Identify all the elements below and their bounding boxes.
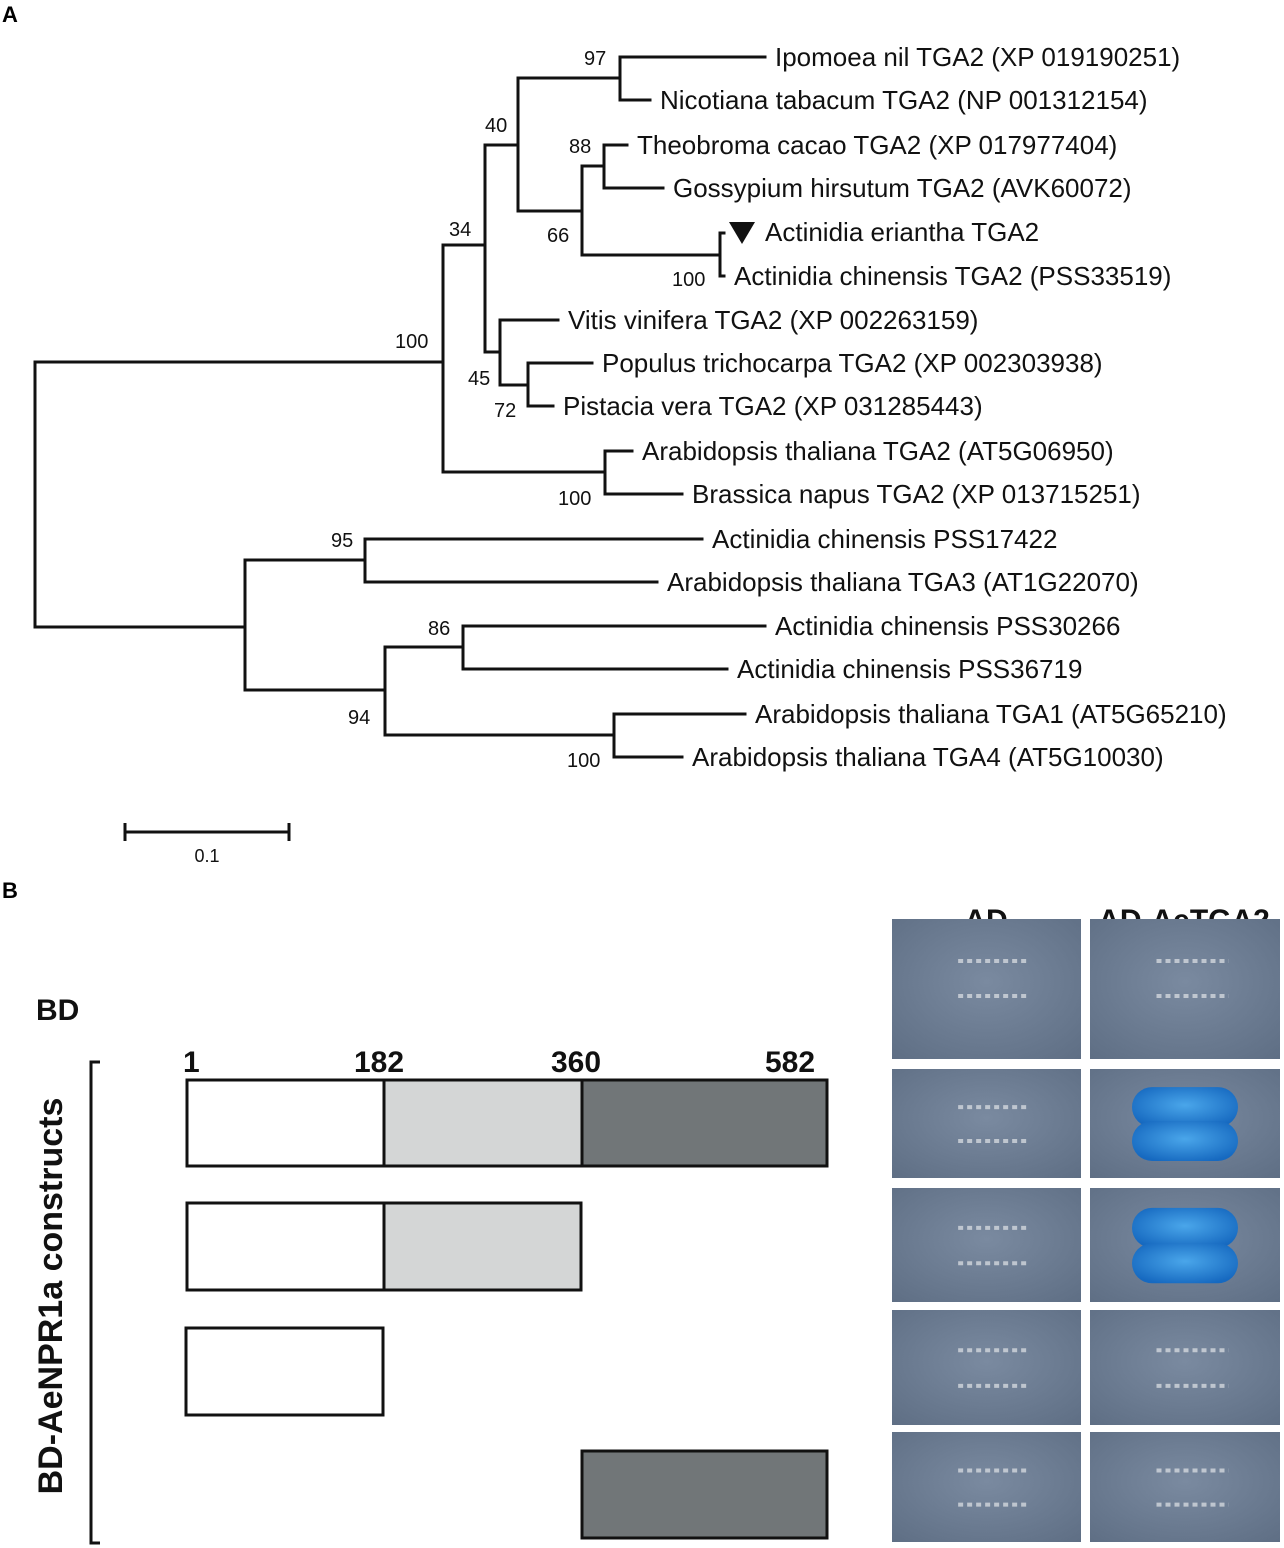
- yeast-plate-tile: [892, 1432, 1081, 1542]
- phylogenetic-tree: [33, 55, 767, 759]
- taxon-label: Actinidia eriantha TGA2: [765, 217, 1039, 247]
- scale-bar-label: 0.1: [194, 846, 219, 866]
- taxon-label: Vitis vinifera TGA2 (XP 002263159): [568, 305, 978, 335]
- taxon-label: Populus trichocarpa TGA2 (XP 002303938): [602, 348, 1103, 378]
- construct-360-582: [580, 1449, 829, 1540]
- domain-n-terminal: [184, 1326, 385, 1417]
- taxa-labels: Ipomoea nil TGA2 (XP 019190251) Nicotian…: [563, 42, 1227, 772]
- blue-colony-streak: [1132, 1087, 1238, 1128]
- bootstrap-value: 88: [569, 136, 591, 158]
- taxon-label: Arabidopsis thaliana TGA3 (AT1G22070): [667, 567, 1139, 597]
- bootstrap-value: 100: [558, 488, 591, 510]
- taxon-label: Actinidia chinensis PSS36719: [737, 654, 1082, 684]
- yeast-plate-tile: [1090, 1069, 1280, 1178]
- position-label: 360: [551, 1046, 601, 1079]
- bootstrap-value: 94: [348, 707, 370, 729]
- bootstrap-value: 34: [449, 219, 471, 241]
- blue-colony-streak: [1132, 1120, 1238, 1161]
- bootstrap-value: 86: [428, 618, 450, 640]
- yeast-plate-tile: [1090, 1432, 1280, 1542]
- bootstrap-value: 100: [672, 269, 705, 291]
- yeast-plate-tile: [892, 1069, 1081, 1178]
- constructs-bracket: [89, 1060, 100, 1545]
- domain-middle: [382, 1078, 584, 1168]
- bootstrap-value: 97: [584, 48, 606, 70]
- bootstrap-value: 45: [468, 368, 490, 390]
- taxon-label: Actinidia chinensis PSS30266: [775, 611, 1120, 641]
- construct-1-182: [184, 1326, 385, 1417]
- position-label: 582: [765, 1046, 815, 1079]
- taxon-label: Arabidopsis thaliana TGA2 (AT5G06950): [642, 436, 1114, 466]
- bootstrap-value: 100: [567, 750, 600, 772]
- blue-colony-streak: [1132, 1207, 1238, 1248]
- panel-b-letter: B: [2, 878, 18, 903]
- position-label: 1: [183, 1046, 200, 1079]
- constructs-label: BD-AeNPR1a constructs: [32, 1098, 70, 1495]
- taxon-label: Arabidopsis thaliana TGA1 (AT5G65210): [755, 699, 1227, 729]
- bd-label: BD: [36, 994, 79, 1027]
- yeast-plate-tile: [892, 919, 1081, 1059]
- highlight-triangle-icon: [729, 222, 755, 244]
- taxon-label: Nicotiana tabacum TGA2 (NP 001312154): [660, 85, 1148, 115]
- blue-colony-streak: [1132, 1243, 1238, 1284]
- bootstrap-value: 40: [485, 115, 507, 137]
- taxon-label: Theobroma cacao TGA2 (XP 017977404): [637, 130, 1117, 160]
- construct-full-length: [185, 1078, 829, 1168]
- construct-1-360: [185, 1201, 583, 1292]
- bootstrap-value: 100: [395, 331, 428, 353]
- taxon-label: Brassica napus TGA2 (XP 013715251): [692, 479, 1141, 509]
- bootstrap-value: 72: [494, 400, 516, 422]
- scale-bar: [123, 823, 291, 841]
- bootstrap-values: 97 40 88 66 100 34 100 45 72 100 95 86 9…: [331, 48, 705, 772]
- yeast-plate-tile: [1090, 1310, 1280, 1425]
- domain-n-terminal: [185, 1078, 386, 1168]
- yeast-plate-tile: [1090, 919, 1280, 1059]
- position-label: 182: [354, 1046, 404, 1079]
- taxon-label: Actinidia chinensis PSS17422: [712, 524, 1057, 554]
- bootstrap-value: 95: [331, 530, 353, 552]
- yeast-plate-tile: [892, 1188, 1081, 1302]
- yeast-plate-tile: [1090, 1188, 1280, 1302]
- taxon-label: Arabidopsis thaliana TGA4 (AT5G10030): [692, 742, 1164, 772]
- domain-c-terminal: [580, 1449, 829, 1540]
- bootstrap-value: 66: [547, 225, 569, 247]
- taxon-label: Gossypium hirsutum TGA2 (AVK60072): [673, 173, 1132, 203]
- panel-a-letter: A: [2, 2, 18, 27]
- domain-n-terminal: [185, 1201, 386, 1292]
- domain-c-terminal: [580, 1078, 829, 1168]
- yeast-plates-grid: [892, 919, 1280, 1542]
- taxon-label: Ipomoea nil TGA2 (XP 019190251): [775, 42, 1180, 72]
- taxon-label: Pistacia vera TGA2 (XP 031285443): [563, 391, 983, 421]
- yeast-plate-tile: [892, 1310, 1081, 1425]
- domain-middle: [382, 1201, 583, 1292]
- taxon-label: Actinidia chinensis TGA2 (PSS33519): [734, 261, 1171, 291]
